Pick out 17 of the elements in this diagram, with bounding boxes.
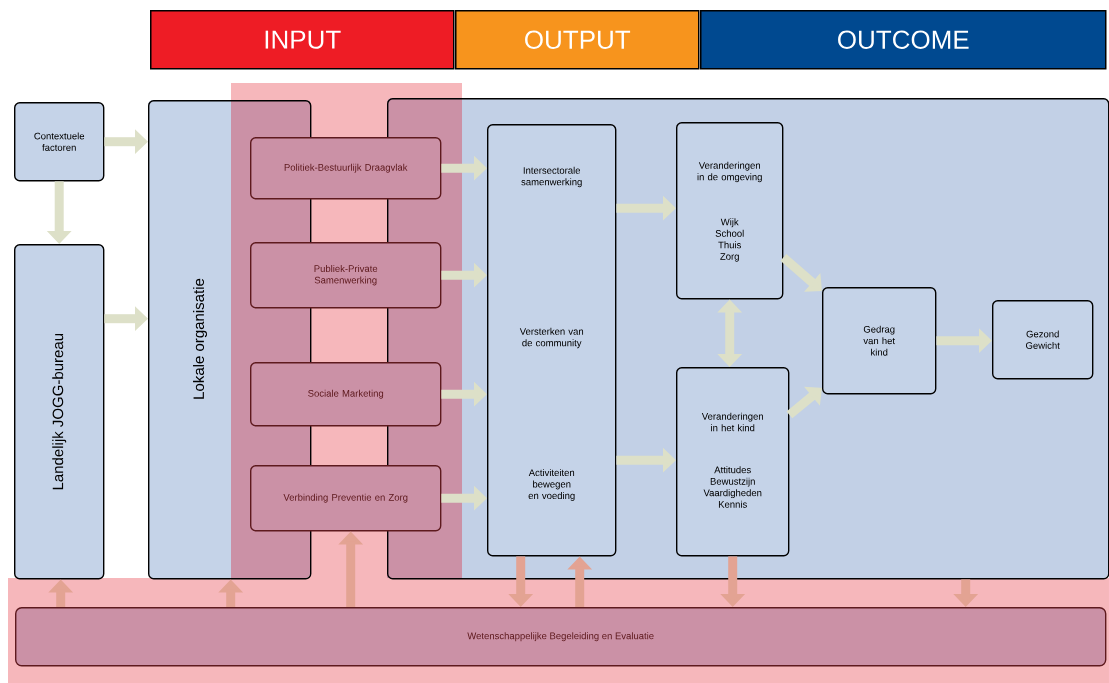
process-box: Gezond Gewicht — [992, 300, 1094, 380]
evaluation-band: Wetenschappelijke Begeleiding en Evaluatie — [15, 607, 1107, 667]
header-band: INPUT — [150, 10, 455, 70]
process-box: Contextuele factoren — [14, 102, 105, 182]
process-box: Veranderingen in het kind Attitudes Bewustzijn Vaardigheden Kennis — [676, 367, 790, 557]
header-band: OUTPUT — [455, 10, 700, 70]
input-box: Politiek-Bestuurlijk Draagvlak — [250, 137, 442, 200]
block-arrow — [786, 386, 822, 419]
block-arrow — [780, 254, 822, 292]
input-box: Publiek-Private Samenwerking — [250, 242, 442, 309]
process-box: Gedrag van het kind — [822, 287, 937, 395]
input-box: Sociale Marketing — [250, 362, 442, 427]
process-box: Landelijk JOGG-bureau — [14, 244, 105, 580]
input-box: Verbinding Preventie en Zorg — [250, 465, 442, 532]
process-box: Veranderingen in de omgeving Wijk School Thuis Zorg — [676, 122, 784, 300]
process-box: Intersectorale samenwerking Versterken van de community Activiteiten bewegen en voeding — [487, 124, 617, 557]
header-band: OUTCOME — [700, 10, 1107, 70]
